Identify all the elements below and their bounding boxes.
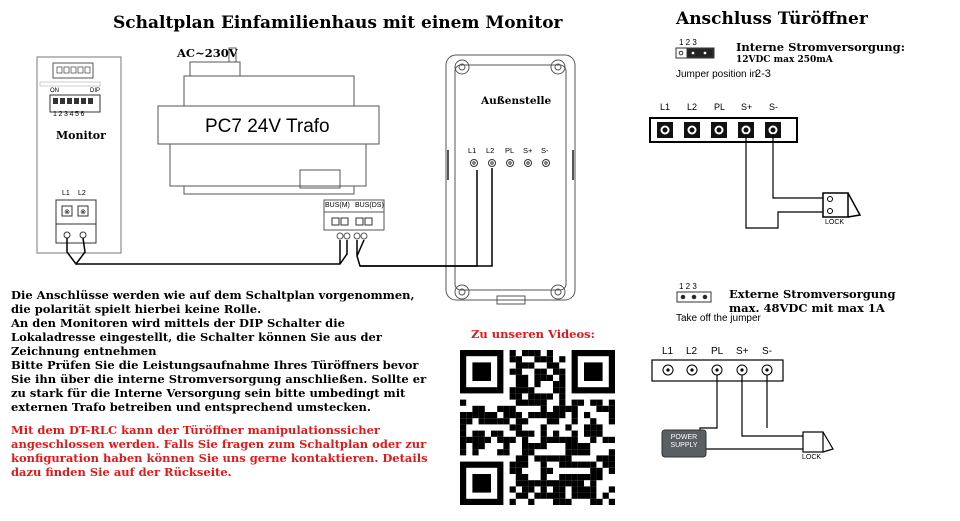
jumper-position-label: Jumper position in — [676, 69, 758, 80]
outdoor-station — [445, 54, 576, 305]
note-dt-rlc: Mit dem DT-RLC kann der Türöffner manipu… — [11, 423, 428, 479]
internal-supply-spec: 12VDC max 250mA — [736, 55, 833, 65]
internal-terminal-l2: L2 — [687, 102, 698, 112]
external-terminal-l1: L1 — [662, 346, 674, 357]
outdoor-station-label: Außenstelle — [481, 95, 552, 107]
lock-device-external — [802, 431, 834, 453]
dip-label: DIP — [90, 88, 101, 94]
dip-numbers: 123456 — [53, 111, 86, 118]
outdoor-terminal-l1: L1 — [468, 146, 477, 155]
bus-m-label: BUS(M) — [325, 202, 350, 209]
power-supply-box — [661, 429, 707, 458]
dip-switches — [53, 98, 93, 104]
monitor-terminal-l2: L2 — [78, 190, 86, 197]
videos-label: Zu unseren Videos: — [471, 327, 595, 341]
terminal-block-external — [651, 359, 784, 382]
svg-text:⊗: ⊗ — [64, 209, 70, 216]
note-power-check: Bitte Prüfen Sie die Leistungsaufnahme I… — [11, 358, 427, 414]
take-off-jumper-label: Take off the jumper — [676, 313, 761, 324]
lock-wiring-internal — [745, 134, 826, 229]
internal-jumper — [675, 47, 715, 59]
monitor-terminal-l1: L1 — [62, 190, 70, 197]
power-supply-label: POWER SUPPLY — [662, 434, 706, 450]
external-supply-title: Externe Stromversorgung — [729, 287, 896, 301]
internal-terminal-s-minus: S- — [769, 102, 778, 112]
monitor-label: Monitor — [56, 129, 106, 142]
bus-ds-label: BUS(DS) — [355, 202, 384, 209]
lock-device-internal — [822, 192, 862, 218]
power-supply-line1: POWER — [670, 434, 698, 441]
lock-label-external: LOCK — [802, 454, 822, 461]
terminal-block-internal — [649, 117, 798, 143]
lock-label-internal: LOCK — [825, 219, 845, 226]
internal-jumper-numbers: 1 2 3 — [679, 38, 697, 47]
external-terminal-s-minus: S- — [762, 346, 772, 357]
outdoor-terminal-s-minus: S- — [541, 146, 549, 155]
outdoor-terminal-s-plus: S+ — [523, 146, 533, 155]
jumper-position-value: 2-3 — [755, 68, 771, 80]
external-jumper-numbers: 1 2 3 — [679, 282, 697, 291]
external-terminal-pl: PL — [711, 346, 724, 357]
trafo-device — [157, 47, 385, 240]
monitor-device: ⊗ ⊗ — [36, 56, 122, 254]
right-diagram-title: Anschluss Türöffner — [676, 9, 868, 29]
outdoor-terminal-pl: PL — [505, 146, 515, 155]
qr-code — [456, 346, 619, 509]
ac-label: AC~230V — [177, 46, 238, 60]
dip-on-label: ON — [50, 88, 59, 94]
internal-terminal-pl: PL — [714, 102, 726, 112]
internal-terminal-s-plus: S+ — [741, 102, 753, 112]
left-diagram-title: Schaltplan Einfamilienhaus mit einem Mon… — [113, 13, 563, 33]
svg-text:⊗: ⊗ — [80, 209, 86, 216]
external-terminal-s-plus: S+ — [736, 346, 749, 357]
outdoor-terminal-l2: L2 — [486, 146, 495, 155]
trafo-label: PC7 24V Trafo — [205, 116, 330, 137]
note-polarity: Die Anschlüsse werden wie auf dem Schalt… — [11, 288, 415, 316]
bus-wiring — [66, 168, 493, 267]
external-supply-spec: max. 48VDC mit max 1A — [729, 301, 885, 315]
external-terminal-l2: L2 — [686, 346, 698, 357]
external-jumper — [676, 291, 712, 303]
note-dip-switch: An den Monitoren wird mittels der DIP Sc… — [11, 316, 382, 358]
lock-wiring-external — [699, 375, 806, 457]
internal-supply-title: Interne Stromversorgung: — [736, 40, 905, 54]
internal-terminal-l1: L1 — [660, 102, 671, 112]
power-supply-line2: SUPPLY — [670, 442, 698, 449]
